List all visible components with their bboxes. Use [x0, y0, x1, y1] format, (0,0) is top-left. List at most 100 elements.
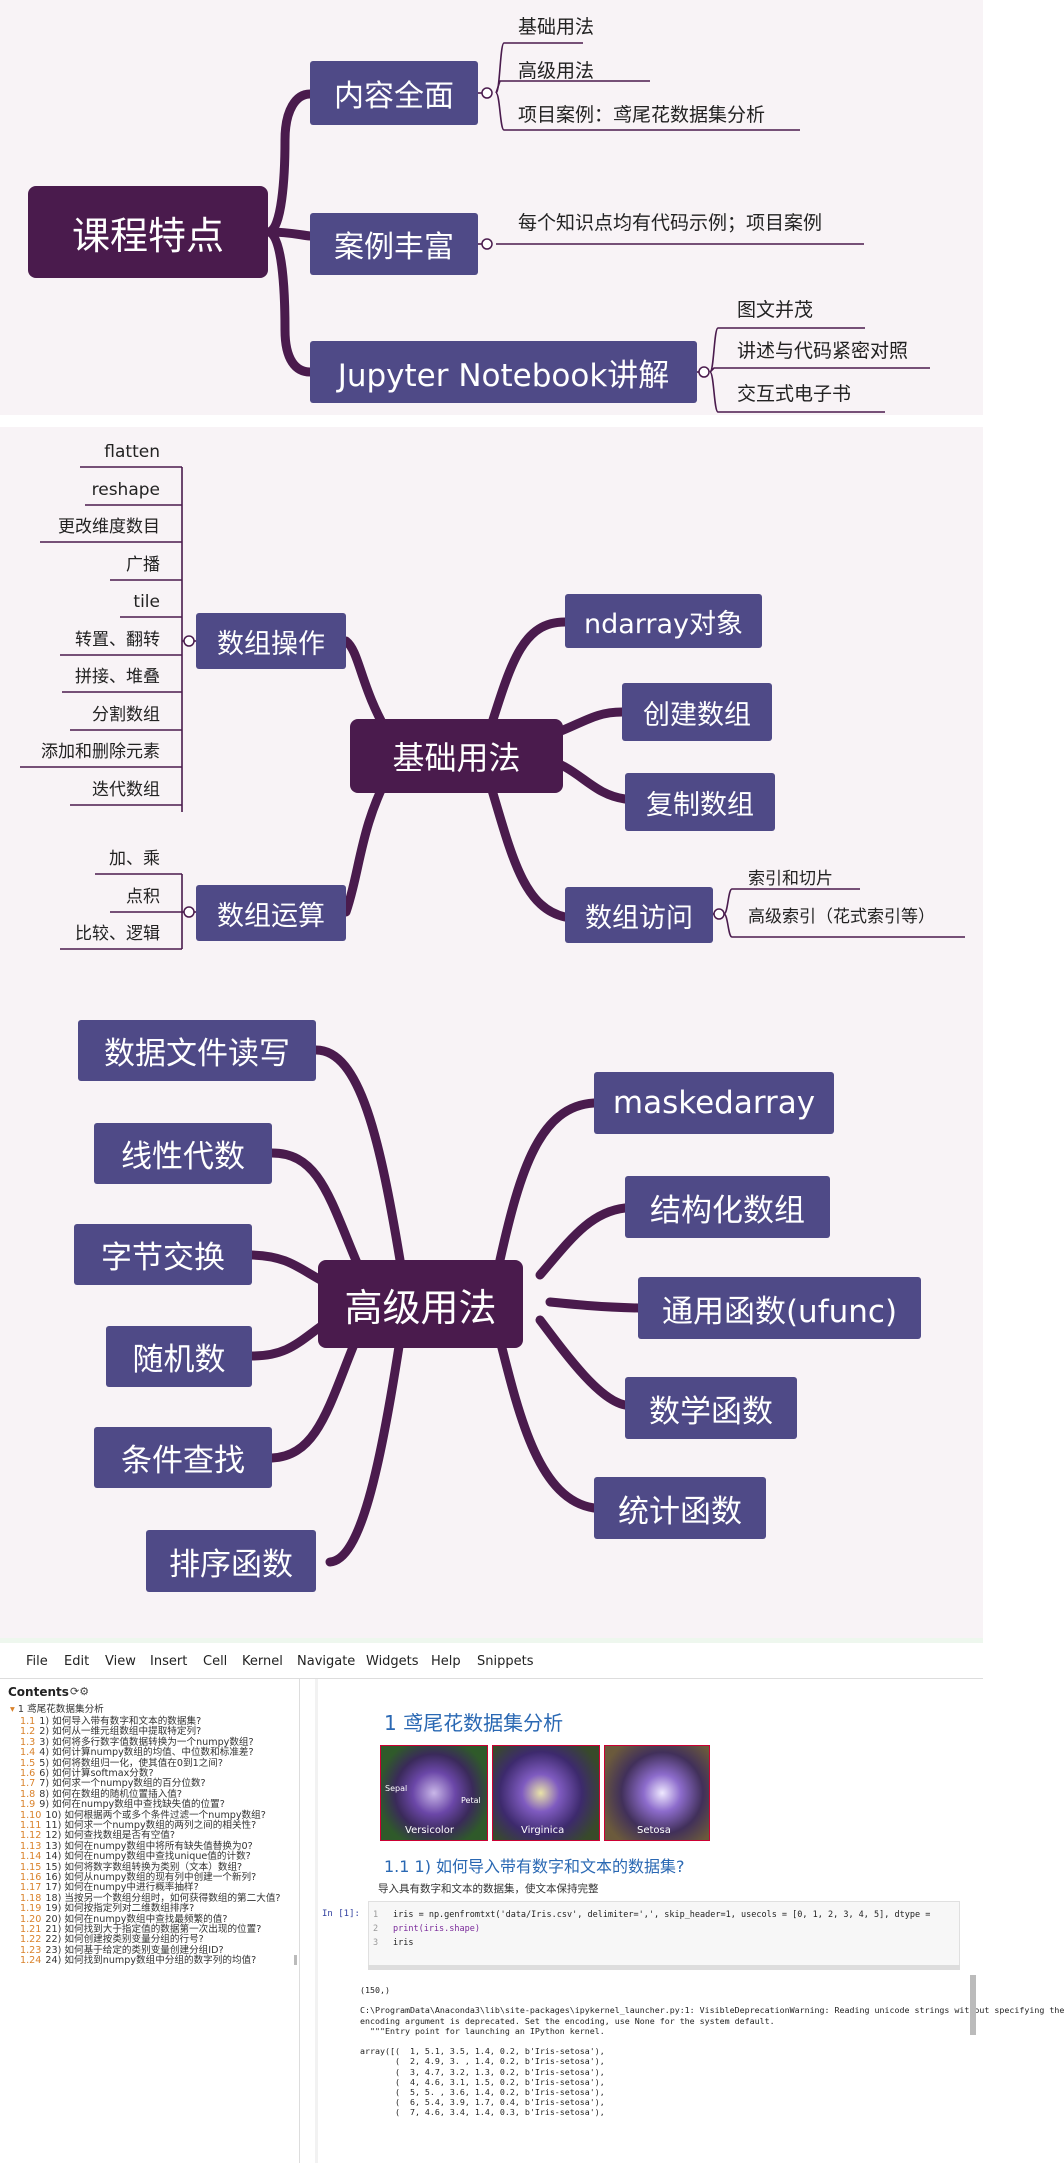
leaf-tile: tile [133, 592, 160, 612]
menu-view[interactable]: View [105, 1654, 136, 1669]
leaf-add-mul: 加、乘 [109, 849, 160, 869]
mindmap3-root: 高级用法 [318, 1260, 523, 1348]
basic-usage-mindmap: 基础用法 ndarray对象 创建数组 复制数组 数组访问 索引和切片 高级索引… [0, 427, 983, 1020]
node-linear-algebra: 线性代数 [94, 1123, 272, 1184]
iris-image-strip: Sepal Petal Versicolor Virginica Setosa [380, 1745, 710, 1841]
leaf-concat: 拼接、堆叠 [75, 667, 160, 687]
menu-file[interactable]: File [26, 1654, 48, 1669]
output-line: C:\ProgramData\Anaconda3\lib\site-packag… [360, 2005, 1064, 2016]
input-prompt: In [1]: [322, 1909, 360, 1919]
node-ufunc: 通用函数(ufunc) [638, 1277, 921, 1339]
leaf-compare-logic: 比较、逻辑 [75, 924, 160, 944]
node-copy-array: 复制数组 [625, 773, 775, 831]
refresh-icon[interactable]: ⟳⚙ [70, 1685, 90, 1698]
code-lines: iris = np.genfromtxt('data/Iris.csv', de… [393, 1910, 931, 1948]
leaf-split: 分割数组 [92, 705, 160, 725]
menu-snippets[interactable]: Snippets [477, 1654, 534, 1669]
leaf-change-dims: 更改维度数目 [58, 517, 160, 537]
leaf-fancy-index: 高级索引（花式索引等） [748, 907, 935, 927]
notebook-main: 1 鸢尾花数据集分析 Sepal Petal Versicolor Virgin… [300, 1679, 1064, 2163]
node-maskedarray: maskedarray [594, 1072, 834, 1134]
node-create-array: 创建数组 [622, 683, 772, 741]
menu-cell[interactable]: Cell [203, 1654, 228, 1669]
menu-edit[interactable]: Edit [64, 1654, 90, 1669]
output-line: """Entry point for launching an IPython … [360, 2025, 605, 2036]
output-line: ( 5, 5. , 3.6, 1.4, 0.2, b'Iris-setosa')… [360, 2087, 605, 2097]
node-conditional-search: 条件查找 [94, 1427, 272, 1488]
toc-section[interactable]: ▾ 1 鸢尾花数据集分析 [10, 1704, 104, 1715]
leaf-project-case: 项目案例：鸢尾花数据集分析 [518, 104, 766, 126]
output-line: encoding argument is deprecated. Set the… [360, 2015, 775, 2026]
output-line: ( 4, 4.6, 3.1, 1.5, 0.2, b'Iris-setosa')… [360, 2076, 605, 2087]
leaf-dot: 点积 [126, 887, 160, 907]
node-math-functions: 数学函数 [625, 1377, 797, 1439]
menu-kernel[interactable]: Kernel [242, 1654, 283, 1669]
mindmap2-root: 基础用法 [350, 719, 563, 793]
toc-resize-handle[interactable] [294, 1955, 297, 1965]
leaf-code-examples: 每个知识点均有代码示例；项目案例 [518, 212, 823, 234]
leaf-basic-usage: 基础用法 [518, 16, 595, 38]
mindmap1-root: 课程特点 [28, 186, 268, 278]
output-scrollbar[interactable] [970, 1975, 976, 2035]
leaf-broadcast: 广播 [126, 555, 160, 575]
toc-title: Contents [8, 1685, 69, 1699]
output-line: ( 2, 4.9, 3. , 1.4, 0.2, b'Iris-setosa')… [360, 2056, 605, 2067]
top-strip [0, 1638, 983, 1643]
output-line: ( 3, 4.7, 3.2, 1.3, 0.2, b'Iris-setosa')… [360, 2066, 605, 2077]
leaf-add-delete: 添加和删除元素 [41, 742, 160, 762]
heading-1: 1 鸢尾花数据集分析 [384, 1711, 564, 1735]
menu-help[interactable]: Help [431, 1654, 461, 1669]
branch-comprehensive: 内容全面 [310, 61, 478, 125]
course-features-mindmap: 课程特点 内容全面 案例丰富 Jupyter Notebook讲解 基础用法 高… [0, 0, 983, 415]
versicolor-image: Sepal Petal Versicolor [380, 1745, 488, 1841]
leaf-code-aligned: 讲述与代码紧密对照 [737, 340, 909, 362]
leaf-flatten: flatten [104, 442, 160, 462]
output-line: (150,) [360, 1985, 390, 1995]
heading-2: 1.1 1) 如何导入带有数字和文本的数据集? [384, 1857, 685, 1876]
menu-bar: File Edit View Insert Cell Kernel Naviga… [0, 1648, 983, 1674]
code-scrollbar[interactable] [368, 1965, 960, 1970]
leaf-index-slice: 索引和切片 [748, 869, 833, 889]
output-line: ( 6, 5.4, 3.9, 1.7, 0.4, b'Iris-setosa')… [360, 2097, 605, 2108]
menu-insert[interactable]: Insert [150, 1654, 188, 1669]
node-array-access: 数组访问 [565, 887, 713, 943]
leaf-illustrated: 图文并茂 [737, 299, 814, 321]
output-line: ( 7, 4.6, 3.4, 1.4, 0.3, b'Iris-setosa')… [360, 2107, 605, 2118]
node-byte-swap: 字节交换 [74, 1224, 252, 1285]
branch-jupyter: Jupyter Notebook讲解 [310, 341, 697, 403]
mindmap1-connectors [263, 42, 930, 413]
menu-navigate[interactable]: Navigate [297, 1654, 356, 1669]
menu-widgets[interactable]: Widgets [366, 1654, 419, 1669]
setosa-image: Setosa [604, 1745, 710, 1841]
node-structured-array: 结构化数组 [625, 1176, 830, 1238]
markdown-paragraph: 导入具有数字和文本的数据集，使文本保持完整 [378, 1883, 599, 1895]
